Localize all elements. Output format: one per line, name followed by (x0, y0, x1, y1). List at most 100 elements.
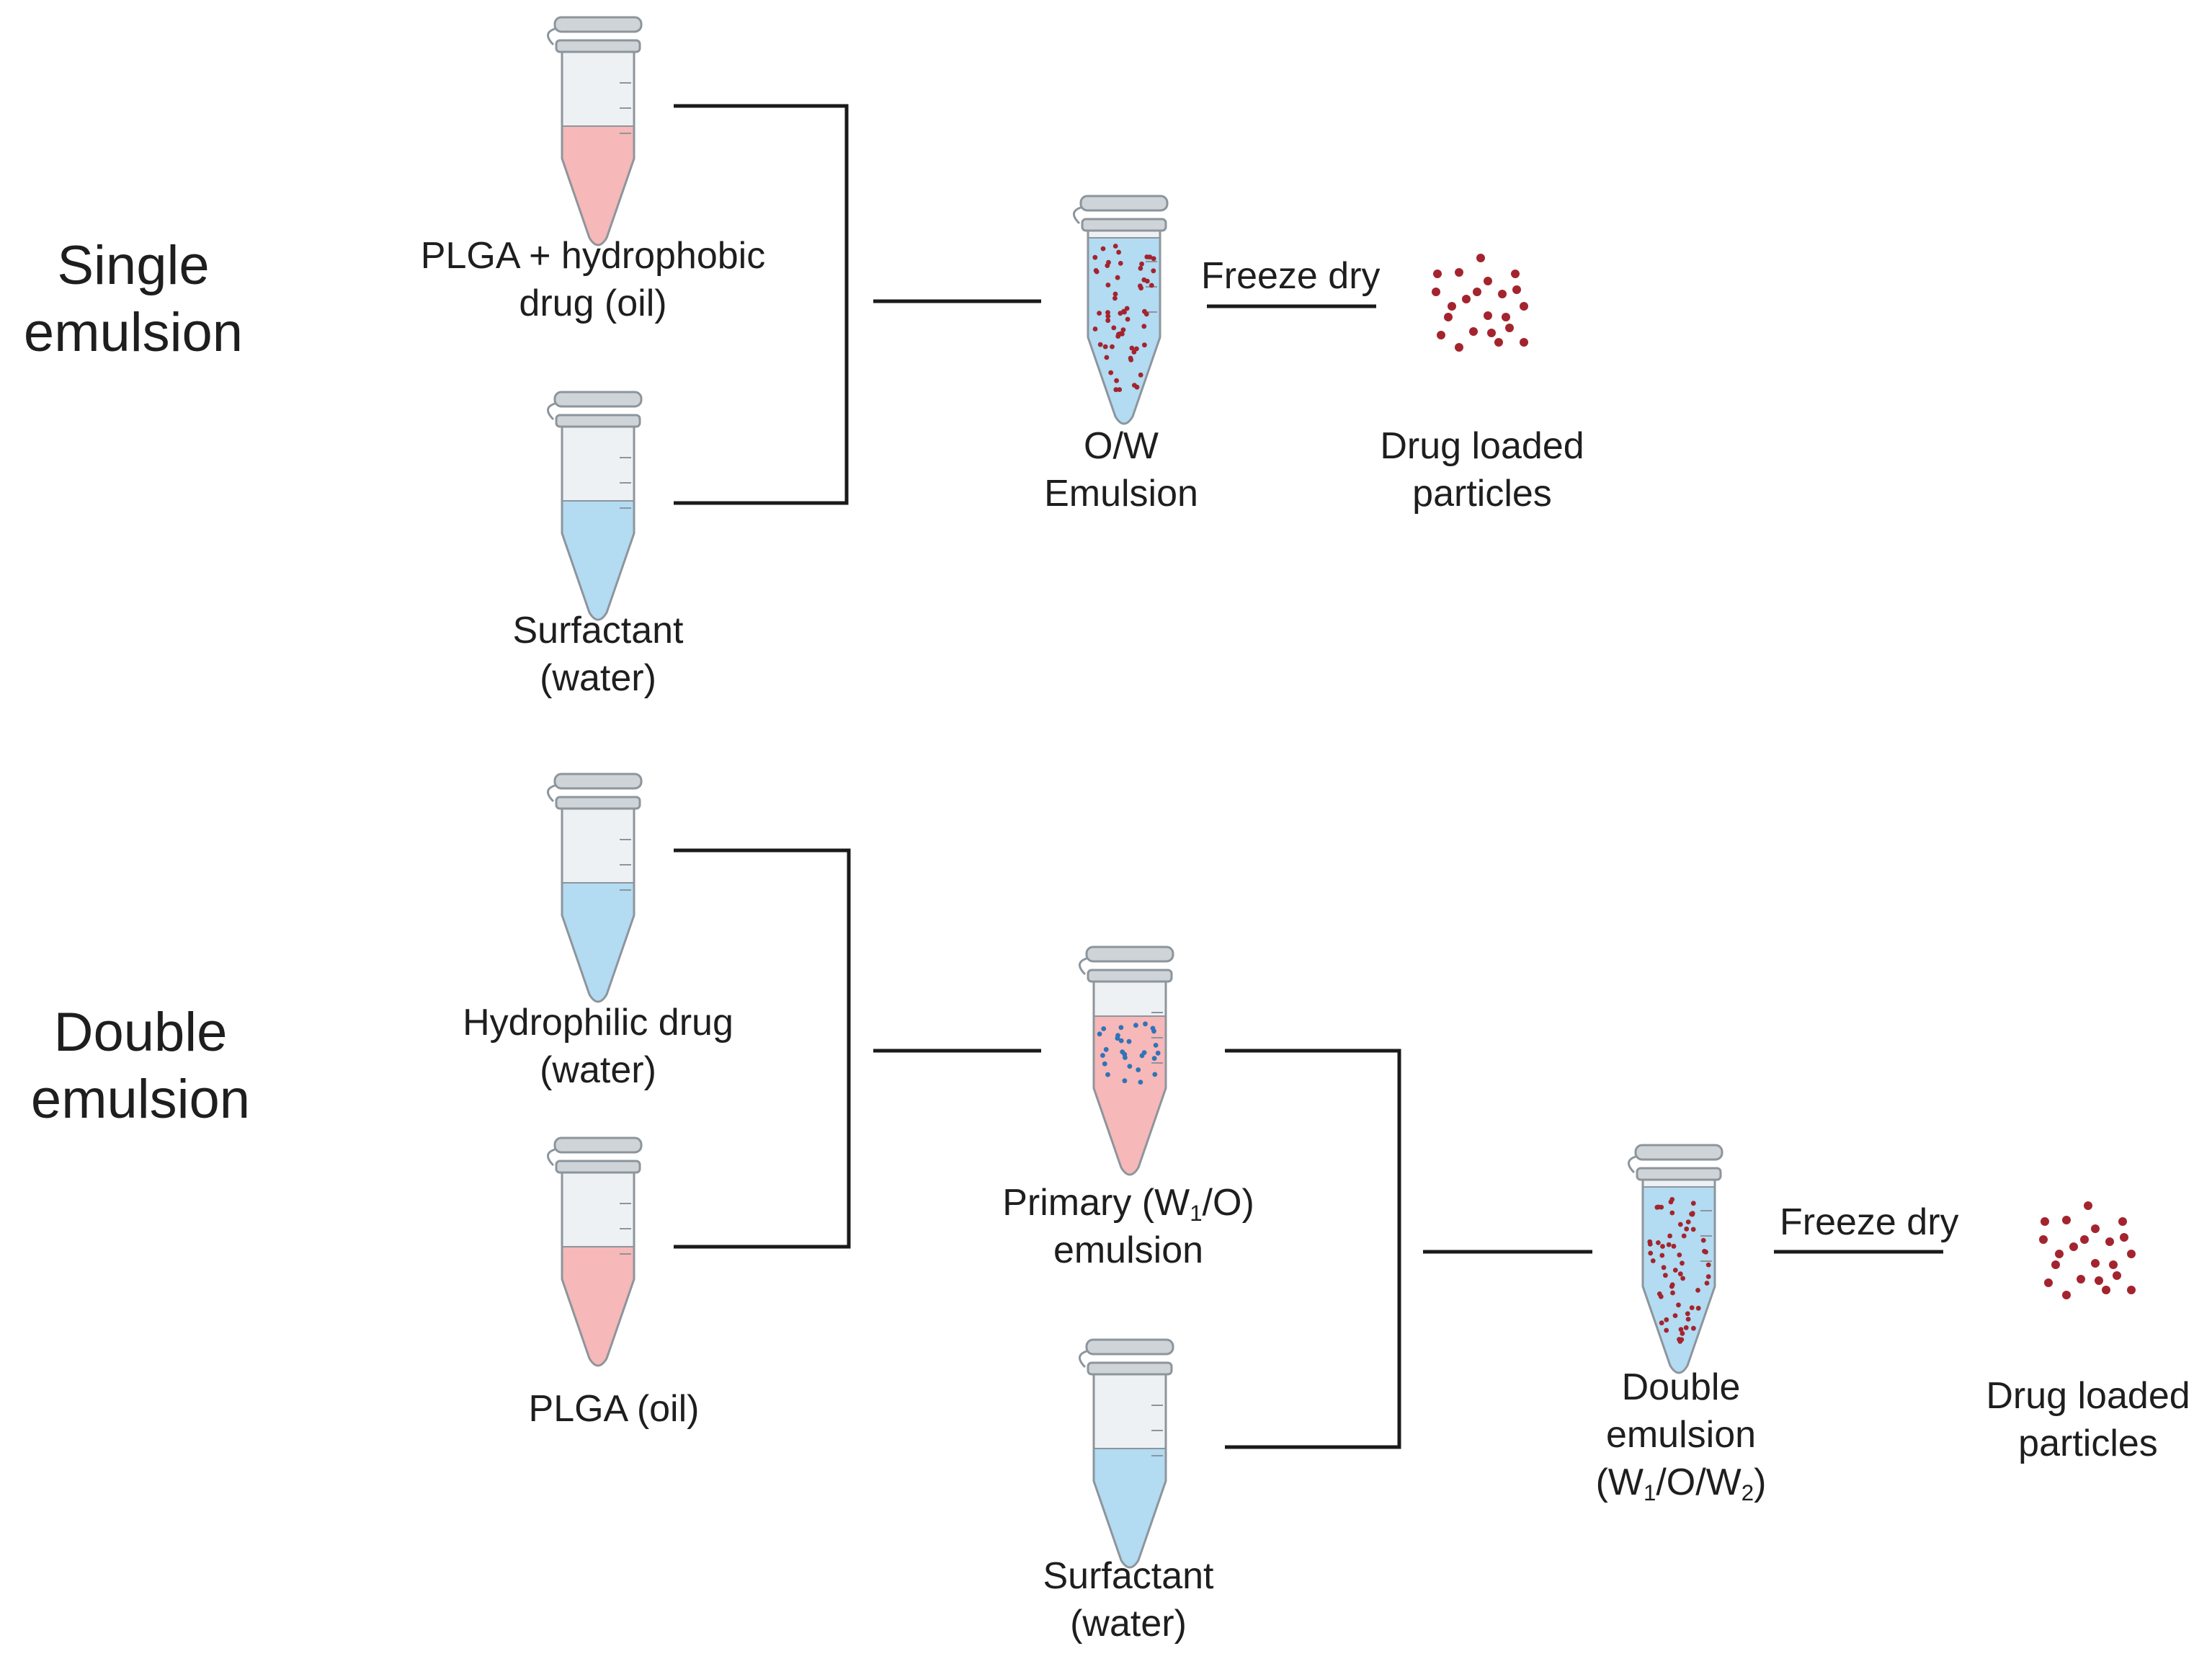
particle-dot (2095, 1276, 2103, 1285)
tube-droplet (1143, 311, 1149, 317)
particle-dot (1487, 329, 1496, 337)
tube-cap (1085, 1338, 1174, 1356)
tube-droplet (1118, 1025, 1124, 1031)
tube-droplet (1129, 345, 1135, 351)
tube-droplet (1663, 1273, 1668, 1278)
double-emulsion-label: Double emulsion (W1/O/W2) (1596, 1363, 1767, 1506)
hydrophilic-drug-label: Hydrophilic drug (water) (463, 999, 733, 1094)
particle-dot (2062, 1216, 2071, 1224)
surfactant-double-label: Surfactant (water) (1043, 1552, 1213, 1647)
label-line: Primary (W1/O) (1002, 1179, 1254, 1227)
tube-droplet (1680, 1330, 1685, 1336)
label-line: Surfactant (1043, 1555, 1214, 1597)
tube-droplet (1690, 1227, 1696, 1232)
tube-droplet (1147, 254, 1153, 260)
label-line: Hydrophilic drug (463, 1002, 733, 1044)
ow-emulsion-label: O/W Emulsion (1044, 422, 1198, 517)
tube-droplet (1656, 1240, 1661, 1245)
tube-droplet (1110, 344, 1115, 350)
primary-emulsion-label: Primary (W1/O) emulsion (1002, 1179, 1254, 1274)
particle-dot (1444, 313, 1453, 321)
tube-outline (1087, 228, 1161, 425)
tube-ow-emulsion (1073, 195, 1169, 425)
tube-outline (1092, 979, 1167, 1176)
particle-dot (1511, 270, 1520, 278)
label-line: emulsion (1053, 1229, 1204, 1272)
tube-droplet (1695, 1305, 1701, 1311)
tube-droplet (1136, 1067, 1141, 1072)
particle-dot (2118, 1217, 2127, 1226)
particle-dot (1484, 277, 1492, 285)
particle-dot (2055, 1250, 2064, 1258)
label-line: (W1/O/W2) (1596, 1459, 1767, 1506)
label-line: (water) (540, 657, 656, 700)
particle-dot (2077, 1275, 2085, 1283)
tube-cap-hinge (1628, 1155, 1636, 1174)
tube-outline (561, 1170, 635, 1367)
tube-droplet (1111, 325, 1117, 331)
plga-oil-label: PLGA (oil) (529, 1385, 700, 1433)
tube-droplet (1151, 1028, 1156, 1034)
tube-rim (555, 796, 641, 810)
tube-droplet (1685, 1317, 1691, 1322)
tube-droplet (1092, 254, 1098, 260)
tube-droplet (1114, 378, 1119, 383)
tube-droplet (1679, 1337, 1685, 1343)
tube-droplet (1127, 1064, 1133, 1069)
tube-droplet (1680, 1276, 1685, 1281)
tube-droplet (1702, 1248, 1707, 1254)
particle-dot (1437, 331, 1445, 339)
double-emulsion-title: Double emulsion (31, 1000, 250, 1133)
tube-droplet (1100, 246, 1106, 252)
particle-dot (1473, 288, 1481, 296)
tube-droplet (1685, 1311, 1690, 1317)
particle-dot (2091, 1224, 2100, 1233)
tube-droplet (1112, 295, 1118, 301)
particle-dot (2041, 1217, 2049, 1226)
particle-dot (2084, 1201, 2092, 1210)
tube-droplet (1141, 277, 1147, 282)
text: /O) (1202, 1182, 1254, 1224)
particle-dot (2069, 1242, 2078, 1251)
particle-dot (2127, 1250, 2136, 1258)
tube-surfactant-single (547, 391, 643, 621)
particle-dot (1520, 338, 1528, 347)
particle-dot (1498, 290, 1507, 298)
particle-dot (1505, 324, 1514, 332)
tube-droplet (1669, 1283, 1674, 1289)
tube-droplet (1672, 1268, 1678, 1273)
label-line: Drug loaded (1380, 425, 1584, 467)
tube-droplet (1671, 1243, 1677, 1249)
tube-droplet (1115, 1033, 1120, 1038)
particles-double (2039, 1201, 2136, 1299)
tube-cap (1079, 195, 1169, 212)
tube-droplet (1108, 370, 1114, 375)
tube-droplet (1151, 256, 1156, 262)
tube-droplet (1138, 283, 1143, 289)
tube-droplet (1704, 1281, 1710, 1286)
tube-droplet (1659, 1320, 1664, 1326)
tube-droplet (1143, 1021, 1148, 1027)
tube-droplet (1689, 1211, 1694, 1217)
tube-droplet (1116, 249, 1121, 255)
tube-droplet (1117, 387, 1123, 392)
tube-droplet (1128, 355, 1133, 361)
tube-droplet (1112, 291, 1118, 297)
tube-droplet (1105, 1072, 1110, 1077)
tube-cap (553, 773, 643, 790)
tube-rim (1087, 969, 1173, 983)
tube-droplet (1122, 1078, 1128, 1084)
tube-droplet (1123, 1055, 1128, 1060)
particle-dot (1433, 270, 1442, 278)
label-line: Surfactant (512, 610, 684, 651)
tube-droplet (1092, 326, 1098, 332)
tube-droplet (1660, 1244, 1665, 1249)
tube-cap-hinge (1079, 957, 1087, 976)
tube-droplet (1700, 1237, 1706, 1243)
tube-droplet (1659, 1253, 1665, 1258)
tube-outline (561, 49, 635, 246)
particle-dot (1494, 338, 1503, 347)
tube-droplet (1101, 1026, 1107, 1031)
tube-cap-hinge (1079, 1350, 1087, 1369)
